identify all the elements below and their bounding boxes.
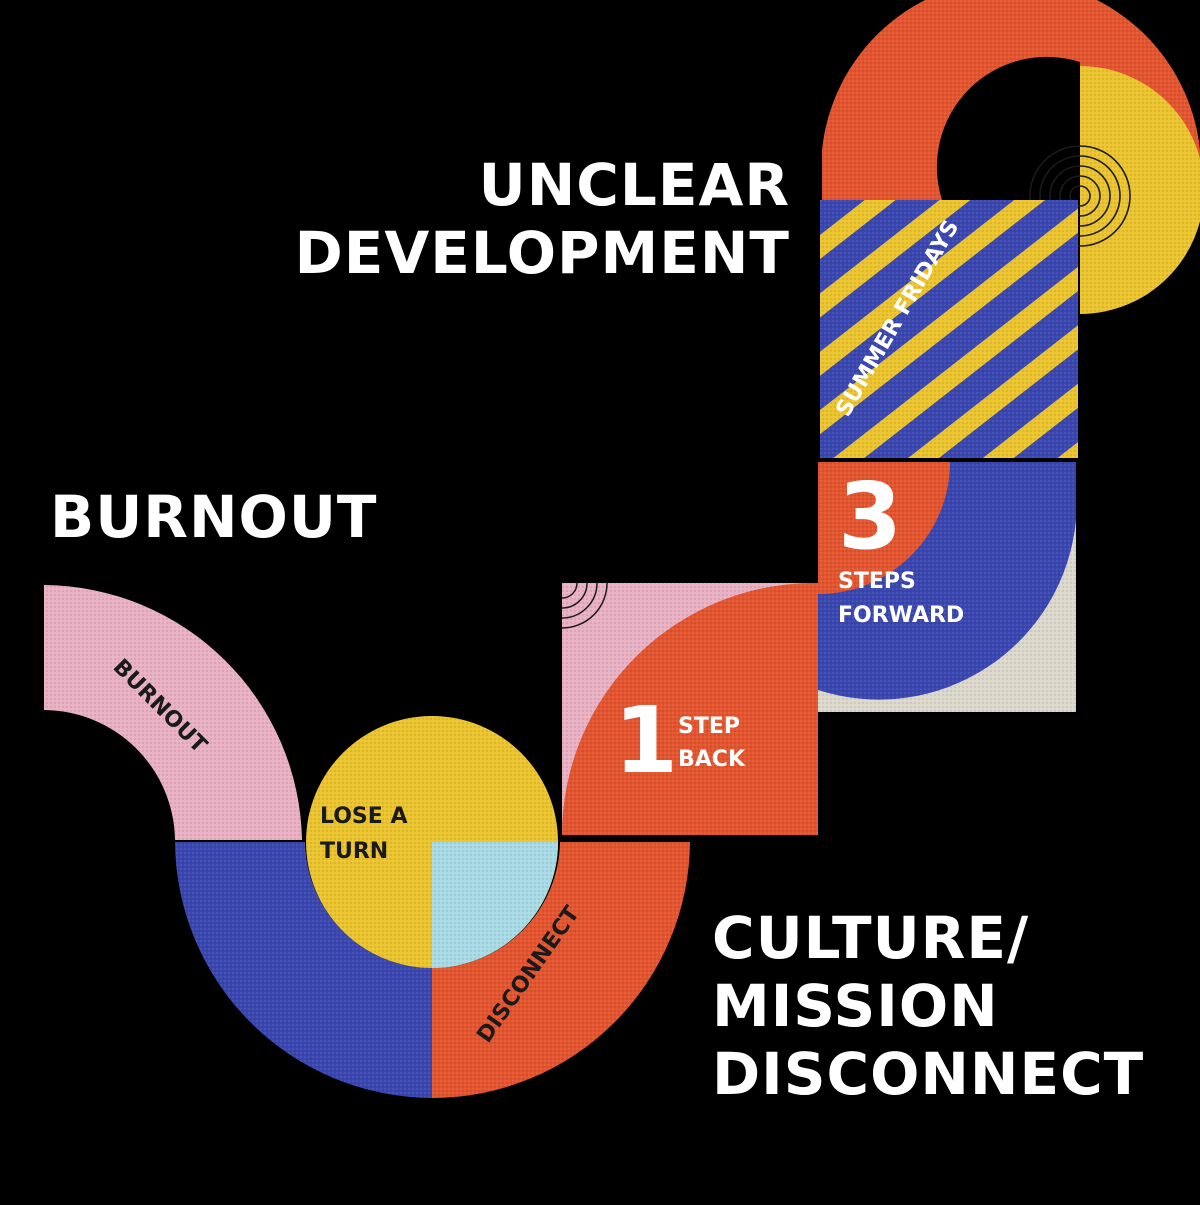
headline-culture-3: DISCONNECT [712,1040,1144,1108]
steps-forward-line-2: FORWARD [838,603,964,628]
concentric-rings-decoration [1029,145,1131,247]
step-back-line-1: STEP [678,714,740,739]
corner-rings-decoration [561,582,608,629]
lose-turn-line-1: LOSE A [320,804,408,829]
lose-turn-line-2: TURN [320,839,388,864]
steps-forward-number: 3 [838,463,902,570]
headline-culture-2: MISSION [712,972,999,1040]
steps-forward-line-1: STEPS [838,569,916,594]
step-back-line-2: BACK [678,747,746,772]
step-back-number: 1 [614,687,678,794]
headline-unclear-1: UNCLEAR [479,151,790,219]
headline-unclear-2: DEVELOPMENT [295,219,790,287]
headline-culture-1: CULTURE/ [712,904,1029,972]
headline-burnout: BURNOUT [50,483,377,551]
